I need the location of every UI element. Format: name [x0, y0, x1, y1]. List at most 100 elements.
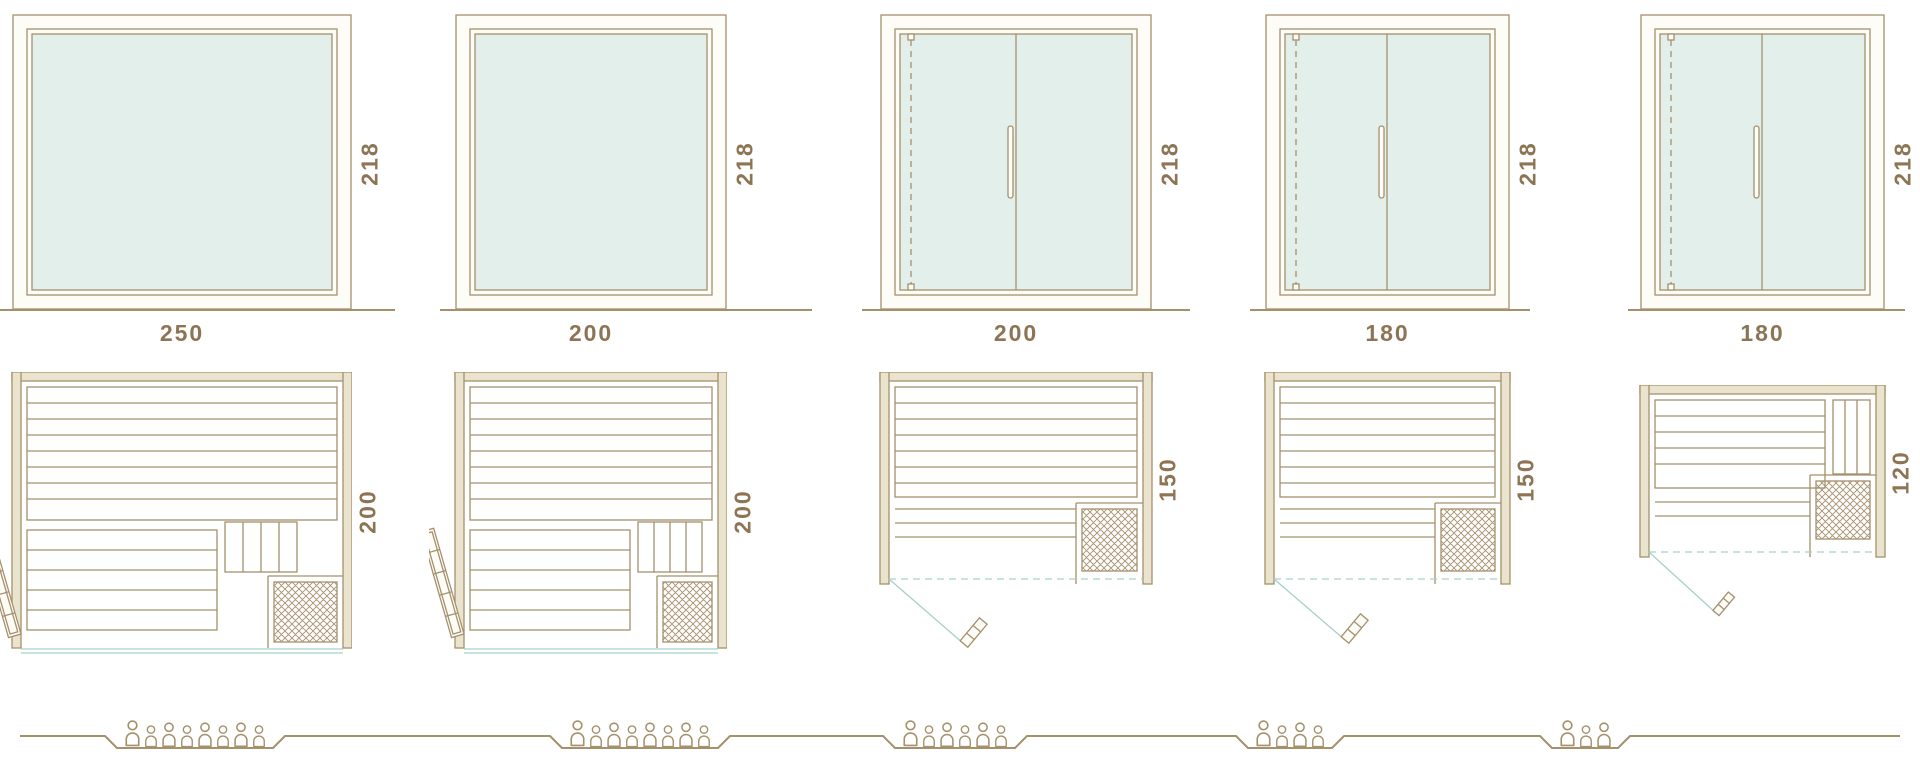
- plan-drawing: [0, 372, 352, 654]
- bench-step: [637, 521, 703, 573]
- width-label: 180: [1365, 320, 1410, 346]
- ground-profile-line: [20, 735, 1900, 749]
- door-leaf: [959, 616, 989, 649]
- door-swing-line: [888, 578, 965, 645]
- floor-line: [862, 309, 1190, 311]
- upper-bench-slats: [1279, 386, 1496, 498]
- lower-bench-slats: [1280, 508, 1435, 538]
- elevation-drawing: [455, 14, 727, 310]
- door-handle-icon: [1007, 125, 1014, 199]
- person-icon: [660, 724, 676, 748]
- elevation-drawing: [1265, 14, 1510, 310]
- door-swing-line: [1648, 551, 1717, 614]
- wall-top: [1264, 372, 1511, 382]
- plan-drawing: [1639, 385, 1886, 617]
- plan-drawing: [1264, 372, 1511, 645]
- door-handle-icon: [1753, 125, 1760, 199]
- heater-icon: [1075, 502, 1143, 584]
- elevation-drawing: [880, 14, 1152, 310]
- depth-label: 150: [1154, 457, 1181, 502]
- capacity-group-2: [568, 716, 712, 748]
- capacity-group-3: [901, 716, 1009, 748]
- wall-left: [1639, 385, 1650, 558]
- height-label: 218: [1889, 141, 1916, 186]
- wall-top: [1639, 385, 1886, 395]
- height-label: 218: [1156, 141, 1183, 186]
- person-icon: [624, 724, 640, 748]
- person-icon: [568, 718, 587, 748]
- capacity-group-4: [1254, 716, 1326, 748]
- person-icon: [1274, 724, 1290, 748]
- glass-front-line: [21, 648, 343, 654]
- person-icon: [1578, 724, 1594, 748]
- person-icon: [123, 718, 142, 748]
- height-label: 218: [731, 141, 758, 186]
- lower-bench-slats: [895, 508, 1076, 538]
- elevation-drawing: [1640, 14, 1885, 310]
- door-swing-line: [1273, 578, 1346, 641]
- upper-bench-slats: [1654, 399, 1826, 489]
- heater-icon: [1434, 502, 1501, 584]
- person-icon: [1595, 721, 1613, 748]
- height-label: 218: [1514, 141, 1541, 186]
- hinge-line: [1667, 33, 1675, 291]
- person-icon: [696, 724, 712, 748]
- depth-label: 150: [1512, 457, 1539, 502]
- floor-line: [440, 309, 812, 311]
- person-icon: [1254, 718, 1273, 748]
- elevation-drawing: [12, 14, 352, 310]
- width-label: 200: [993, 320, 1039, 346]
- depth-label: 120: [1887, 450, 1914, 495]
- hinge-line: [1292, 33, 1300, 291]
- floor-line: [0, 309, 395, 311]
- bench-step: [224, 521, 298, 573]
- upper-bench-slats: [894, 386, 1138, 498]
- heater-icon: [267, 575, 343, 648]
- wall-right: [1142, 372, 1153, 585]
- capacity-group-1: [123, 716, 267, 748]
- person-icon: [677, 721, 695, 748]
- bench-step: [1832, 399, 1871, 475]
- heater-icon: [656, 575, 718, 648]
- person-icon: [957, 724, 973, 748]
- person-icon: [232, 721, 250, 748]
- door-leaf: [0, 527, 22, 639]
- width-label: 180: [1740, 320, 1785, 346]
- wall-right: [1875, 385, 1886, 558]
- person-icon: [641, 721, 659, 748]
- wall-right: [717, 372, 727, 649]
- glass-panel: [474, 33, 708, 291]
- person-icon: [921, 724, 937, 748]
- wall-top: [11, 372, 352, 382]
- person-icon: [938, 721, 956, 748]
- depth-label: 200: [354, 489, 381, 534]
- person-icon: [251, 724, 267, 748]
- floor-line: [1250, 309, 1530, 311]
- wall-right: [342, 372, 352, 649]
- heater-icon: [1809, 474, 1876, 557]
- person-icon: [1558, 718, 1577, 748]
- door-leaf: [1340, 612, 1370, 645]
- wall-left: [11, 372, 22, 649]
- height-label: 218: [356, 141, 383, 186]
- person-icon: [993, 724, 1009, 748]
- person-icon: [588, 724, 604, 748]
- depth-label: 200: [729, 489, 756, 534]
- lower-bench-slats: [1655, 501, 1810, 517]
- glass-front-line: [464, 648, 718, 654]
- person-icon: [1291, 721, 1309, 748]
- door-leaf: [429, 527, 465, 639]
- person-icon: [160, 721, 178, 748]
- lower-bench-slats: [26, 529, 218, 631]
- person-icon: [901, 718, 920, 748]
- upper-bench-slats: [469, 386, 713, 521]
- width-label: 250: [159, 320, 205, 346]
- door-leaf: [1712, 591, 1736, 617]
- door-handle-icon: [1378, 125, 1385, 199]
- wall-top: [454, 372, 727, 382]
- person-icon: [215, 724, 231, 748]
- person-icon: [179, 724, 195, 748]
- glass-panel: [31, 33, 333, 291]
- wall-left: [1264, 372, 1275, 585]
